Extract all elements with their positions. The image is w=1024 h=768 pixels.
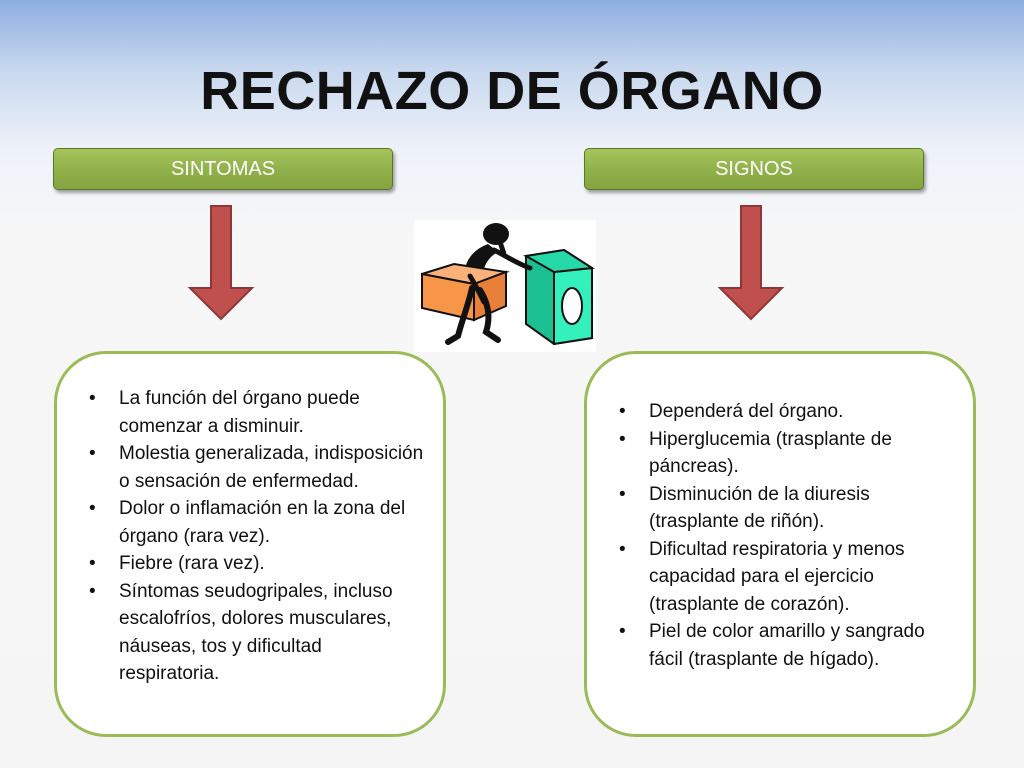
list-item-text: Fiebre (rara vez). (119, 553, 265, 574)
list-item: • Dependerá del órgano. (617, 398, 957, 426)
bullet-icon: • (619, 483, 626, 505)
arrow-down-icon (717, 205, 785, 321)
list-item-text: Dificultad respiratoria y menos capacida… (649, 538, 905, 615)
list-item: • Piel de color amarillo y sangrado fácil… (617, 618, 957, 673)
signos-header: SIGNOS (584, 148, 924, 190)
list-item-text: Dolor o inflamación en la zona del órgan… (119, 498, 406, 547)
bullet-icon: • (89, 553, 96, 574)
list-item-text: Molestia generalizada, indisposición o s… (119, 443, 424, 492)
list-item: • Dificultad respiratoria y menos capacid… (617, 536, 957, 619)
list-item: • Molestia generalizada, indisposición o … (87, 440, 427, 495)
list-item-text: Síntomas seudogripales, incluso escalofr… (119, 580, 393, 685)
sintomas-header: SINTOMAS (53, 148, 393, 190)
signos-list: • Dependerá del órgano. • Hiperglucemia (t… (617, 398, 957, 673)
page-title: RECHAZO DE ÓRGANO (200, 61, 824, 121)
list-item-text: Hiperglucemia (trasplante de páncreas). (649, 428, 892, 478)
list-item: • Fiebre (rara vez). (87, 550, 427, 578)
list-item: • Síntomas seudogripales, incluso escalof… (87, 578, 427, 688)
list-item: • Hiperglucemia (trasplante de páncreas). (617, 426, 957, 481)
bullet-icon: • (619, 621, 626, 642)
bullet-icon: • (619, 401, 626, 422)
list-item-text: La función del órgano puede comenzar a d… (119, 388, 360, 437)
list-item: • Disminución de la diuresis (trasplante … (617, 481, 957, 536)
list-item: • La función del órgano puede comenzar a … (87, 385, 427, 440)
list-item-text: Piel de color amarillo y sangrado fácil … (649, 621, 925, 670)
list-item-text: Disminución de la diuresis (trasplante d… (649, 483, 870, 533)
sintomas-panel: • La función del órgano puede comenzar a … (54, 351, 446, 737)
list-item-text: Dependerá del órgano. (649, 401, 844, 422)
signos-panel: • Dependerá del órgano. • Hiperglucemia (t… (584, 351, 976, 737)
list-item: • Dolor o inflamación en la zona del órga… (87, 495, 427, 550)
sintomas-header-label: SINTOMAS (170, 157, 276, 180)
arrow-down-icon (187, 205, 255, 321)
bullet-icon: • (89, 580, 96, 602)
bullet-icon: • (89, 498, 96, 519)
sintomas-list: • La función del órgano puede comenzar a … (87, 385, 427, 688)
person-fitting-block-icon (414, 220, 596, 352)
bullet-icon: • (89, 388, 96, 409)
bullet-icon: • (619, 428, 626, 450)
signos-header-label: SIGNOS (715, 157, 793, 180)
bullet-icon: • (89, 443, 96, 464)
bullet-icon: • (619, 538, 626, 560)
